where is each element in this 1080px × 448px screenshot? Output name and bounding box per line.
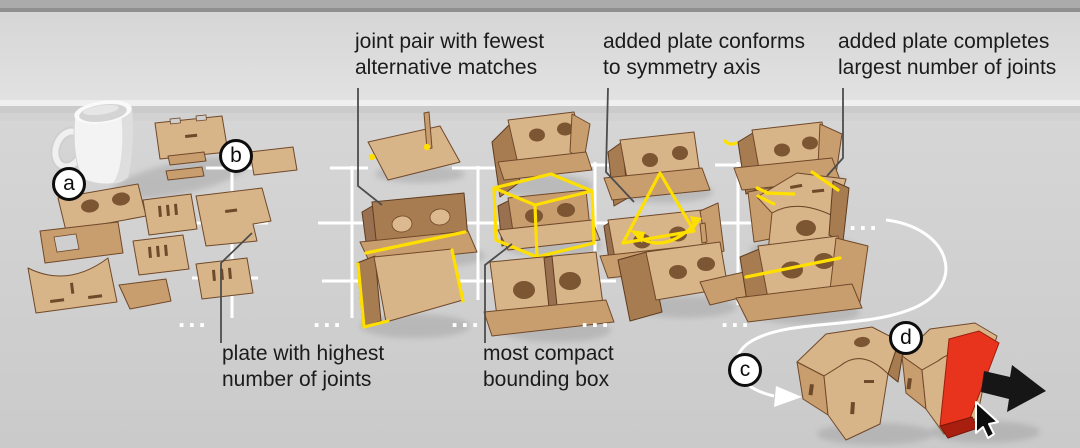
assembly-c2-mid-bounding-box: [492, 172, 601, 259]
caption-largest-joints: added plate completes largest number of …: [838, 30, 1057, 79]
pointer-cursor-icon: [975, 401, 999, 439]
assembly-c2-bottom: [483, 251, 615, 337]
assembly-c2-top: [491, 111, 593, 198]
assembly-c4-bottom: [735, 235, 869, 323]
caption-bounding-box: most compact bounding box: [483, 342, 614, 391]
drag-right-arrow-icon: [981, 365, 1046, 412]
assembled-viewer-c: [796, 326, 905, 441]
badge-c: c: [728, 353, 762, 387]
ellipsis-row2: ...: [313, 303, 344, 333]
ellipsis-row4: ...: [581, 303, 612, 333]
caption-joint-pair: joint pair with fewest alternative match…: [355, 30, 545, 79]
assembled-viewer-d: [901, 322, 1000, 439]
badge-d: d: [889, 321, 923, 355]
completed-joints-highlight: [755, 170, 840, 206]
bounding-box-highlight: [492, 172, 596, 259]
caption-highest-joints: plate with highest number of joints: [222, 342, 385, 391]
assembly-c1-top: [367, 111, 461, 181]
symmetry-axis-highlight: [621, 171, 702, 245]
assembly-c1-bottom: [356, 248, 465, 329]
ellipsis-row3: ...: [451, 303, 482, 333]
ellipsis-right: ...: [849, 206, 880, 236]
ellipsis-row1: ...: [178, 303, 209, 333]
assembly-c3-top: [603, 131, 711, 207]
badge-a: a: [52, 167, 86, 201]
removable-plate-red: [939, 330, 1000, 439]
coffee-mug: [50, 100, 134, 185]
caption-symmetry-axis: added plate conforms to symmetry axis: [603, 30, 805, 79]
ellipsis-row5: ...: [721, 303, 752, 333]
assembly-c3-bottom: [617, 222, 753, 322]
caption-leader-lines: [220, 87, 844, 343]
badge-b: b: [219, 139, 253, 173]
